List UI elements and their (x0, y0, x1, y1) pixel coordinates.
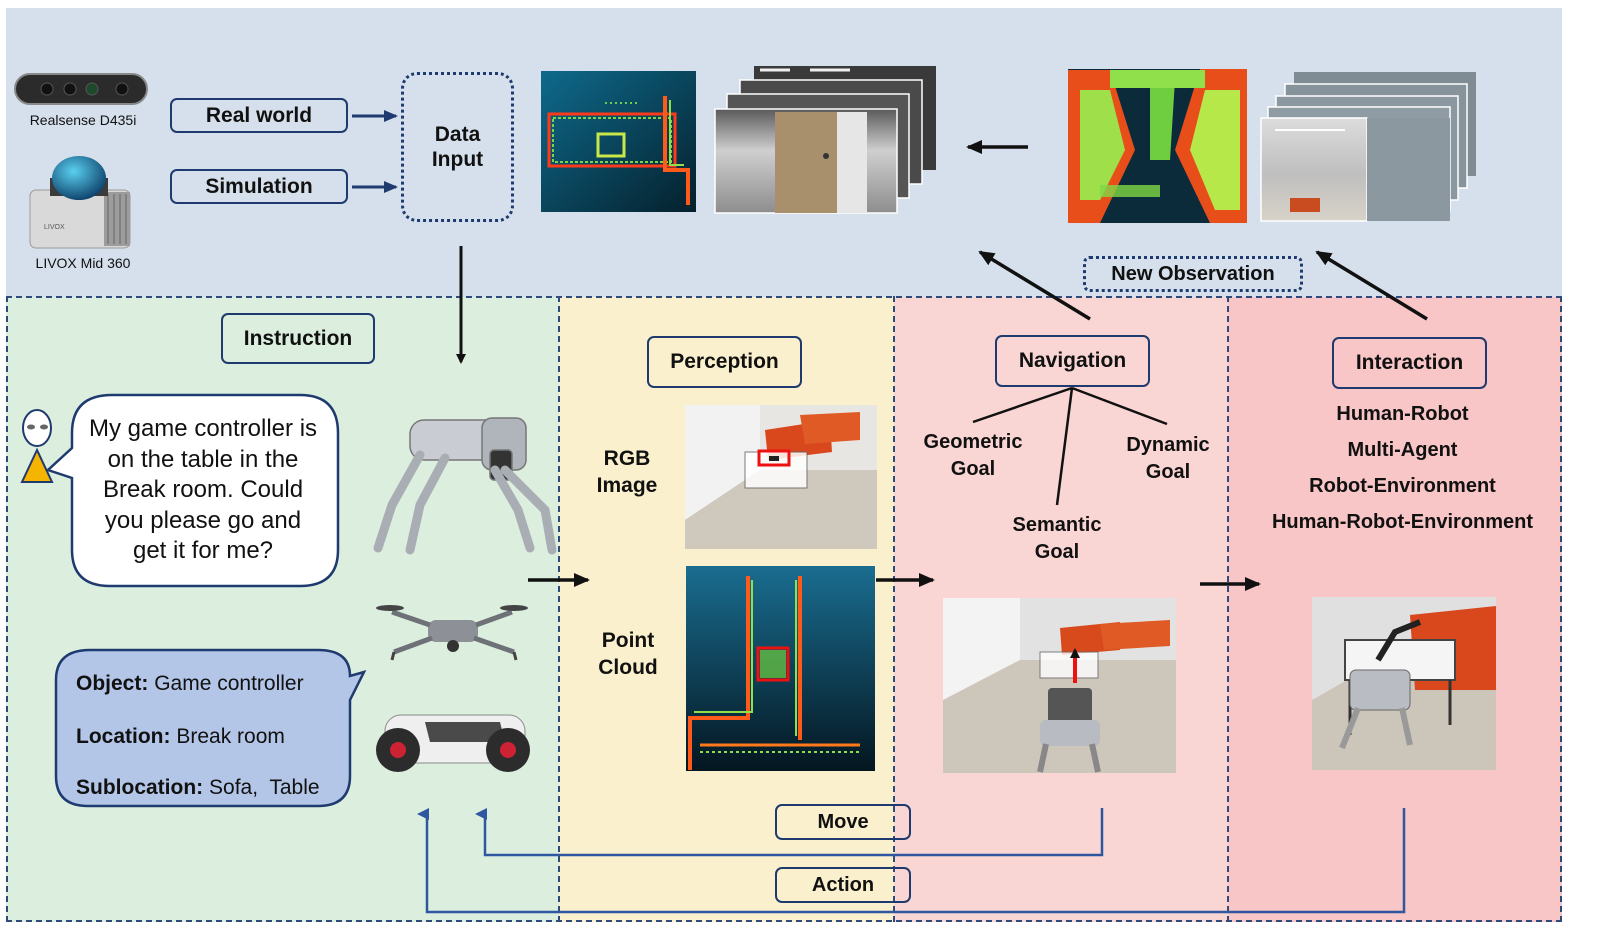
interaction-robot-arm-photo-image (1312, 597, 1496, 770)
corridor-pointcloud-image (1068, 69, 1247, 223)
navigation-title-box: Navigation (995, 335, 1150, 387)
top-map-pointcloud-image (541, 71, 696, 212)
object-key: Object: (76, 672, 149, 695)
interaction-item: Human-Robot-Environment (1271, 511, 1534, 533)
action-label: Action (811, 873, 875, 896)
divider-2 (893, 296, 895, 922)
lidar-label: LIVOX Mid 360 (35, 255, 131, 271)
rgb-image-label: RGB Image (596, 447, 658, 497)
interaction-list: Human-Robot Multi-Agent Robot-Environmen… (1240, 401, 1565, 545)
simulation-label: Simulation (205, 174, 313, 198)
move-feedback-line (475, 808, 1104, 857)
new-observation-box: New Observation (1083, 256, 1303, 292)
perception-title-box: Perception (647, 336, 802, 388)
interaction-up-arrow (1315, 250, 1428, 321)
livox-lidar-icon: LIVOX (29, 156, 131, 249)
dynamic-goal-label: Dynamic Goal (1126, 434, 1210, 483)
divider-top (6, 296, 1562, 298)
point-cloud-label: Point Cloud (598, 629, 658, 679)
data-input-box: Data Input (401, 72, 514, 222)
corridor-photo-stack-image (714, 66, 936, 214)
data-input-label: Data Input (431, 122, 484, 171)
office-photo-stack-image (1260, 72, 1476, 222)
drone-icon (376, 605, 528, 661)
interaction-item: Multi-Agent (1347, 439, 1458, 461)
divider-1 (558, 296, 560, 922)
sublocation-row: Sublocation: Sofa, Table (76, 776, 356, 800)
parsed-info-bubble (54, 648, 367, 808)
interaction-title: Interaction (1355, 351, 1464, 374)
sublocation-key: Sublocation: (76, 776, 204, 799)
instruction-title-box: Instruction (221, 313, 375, 364)
perception-title: Perception (670, 350, 779, 373)
geometric-goal-connector (972, 386, 1073, 424)
real-world-box: Real world (170, 98, 348, 133)
divider-3 (1227, 296, 1229, 922)
location-key: Location: (76, 725, 171, 748)
sublocation-value: Sofa, Table (209, 776, 320, 799)
rgb-room-image (685, 405, 877, 549)
simulation-box: Simulation (170, 169, 348, 204)
pointcloud-perception-image (686, 566, 875, 771)
speech-bubble (45, 393, 340, 588)
divider-bottom (6, 920, 1562, 922)
interaction-item: Robot-Environment (1309, 475, 1496, 497)
real-world-label: Real world (205, 103, 313, 127)
livox-brand-text: LIVOX (44, 224, 65, 231)
realsense-camera-icon (14, 73, 148, 105)
interaction-title-box: Interaction (1332, 337, 1487, 389)
instruction-title: Instruction (243, 326, 353, 350)
semantic-goal-label: Semantic Goal (1012, 514, 1102, 563)
user-figure-icon (20, 409, 54, 483)
move-label: Move (817, 810, 869, 833)
navigation-title: Navigation (1018, 349, 1127, 372)
divider-left (6, 296, 8, 922)
semantic-goal-connector (1055, 387, 1074, 506)
quadruped-robot-icon (373, 417, 557, 555)
wheeled-robot-icon (376, 714, 530, 772)
navigation-robot-photo-image (943, 598, 1176, 773)
interaction-item: Human-Robot (1336, 403, 1469, 425)
action-box: Action (775, 867, 911, 903)
location-row: Location: Break room (76, 725, 356, 776)
dynamic-goal-connector (1071, 386, 1168, 426)
geometric-goal-label: Geometric Goal (923, 431, 1023, 480)
move-box: Move (775, 804, 911, 840)
object-row: Object: Game controller (76, 672, 356, 725)
parsed-info: Object: Game controller Location: Break … (76, 672, 356, 800)
location-value: Break room (176, 725, 285, 748)
object-value: Game controller (154, 672, 304, 695)
new-observation-label: New Observation (1111, 262, 1275, 285)
speech-text: My game controller is on the table in th… (88, 415, 318, 564)
camera-label: Realsense D435i (29, 112, 137, 128)
action-feedback-line (417, 808, 1406, 914)
divider-right (1560, 296, 1562, 922)
navigation-up-arrow (978, 250, 1091, 321)
